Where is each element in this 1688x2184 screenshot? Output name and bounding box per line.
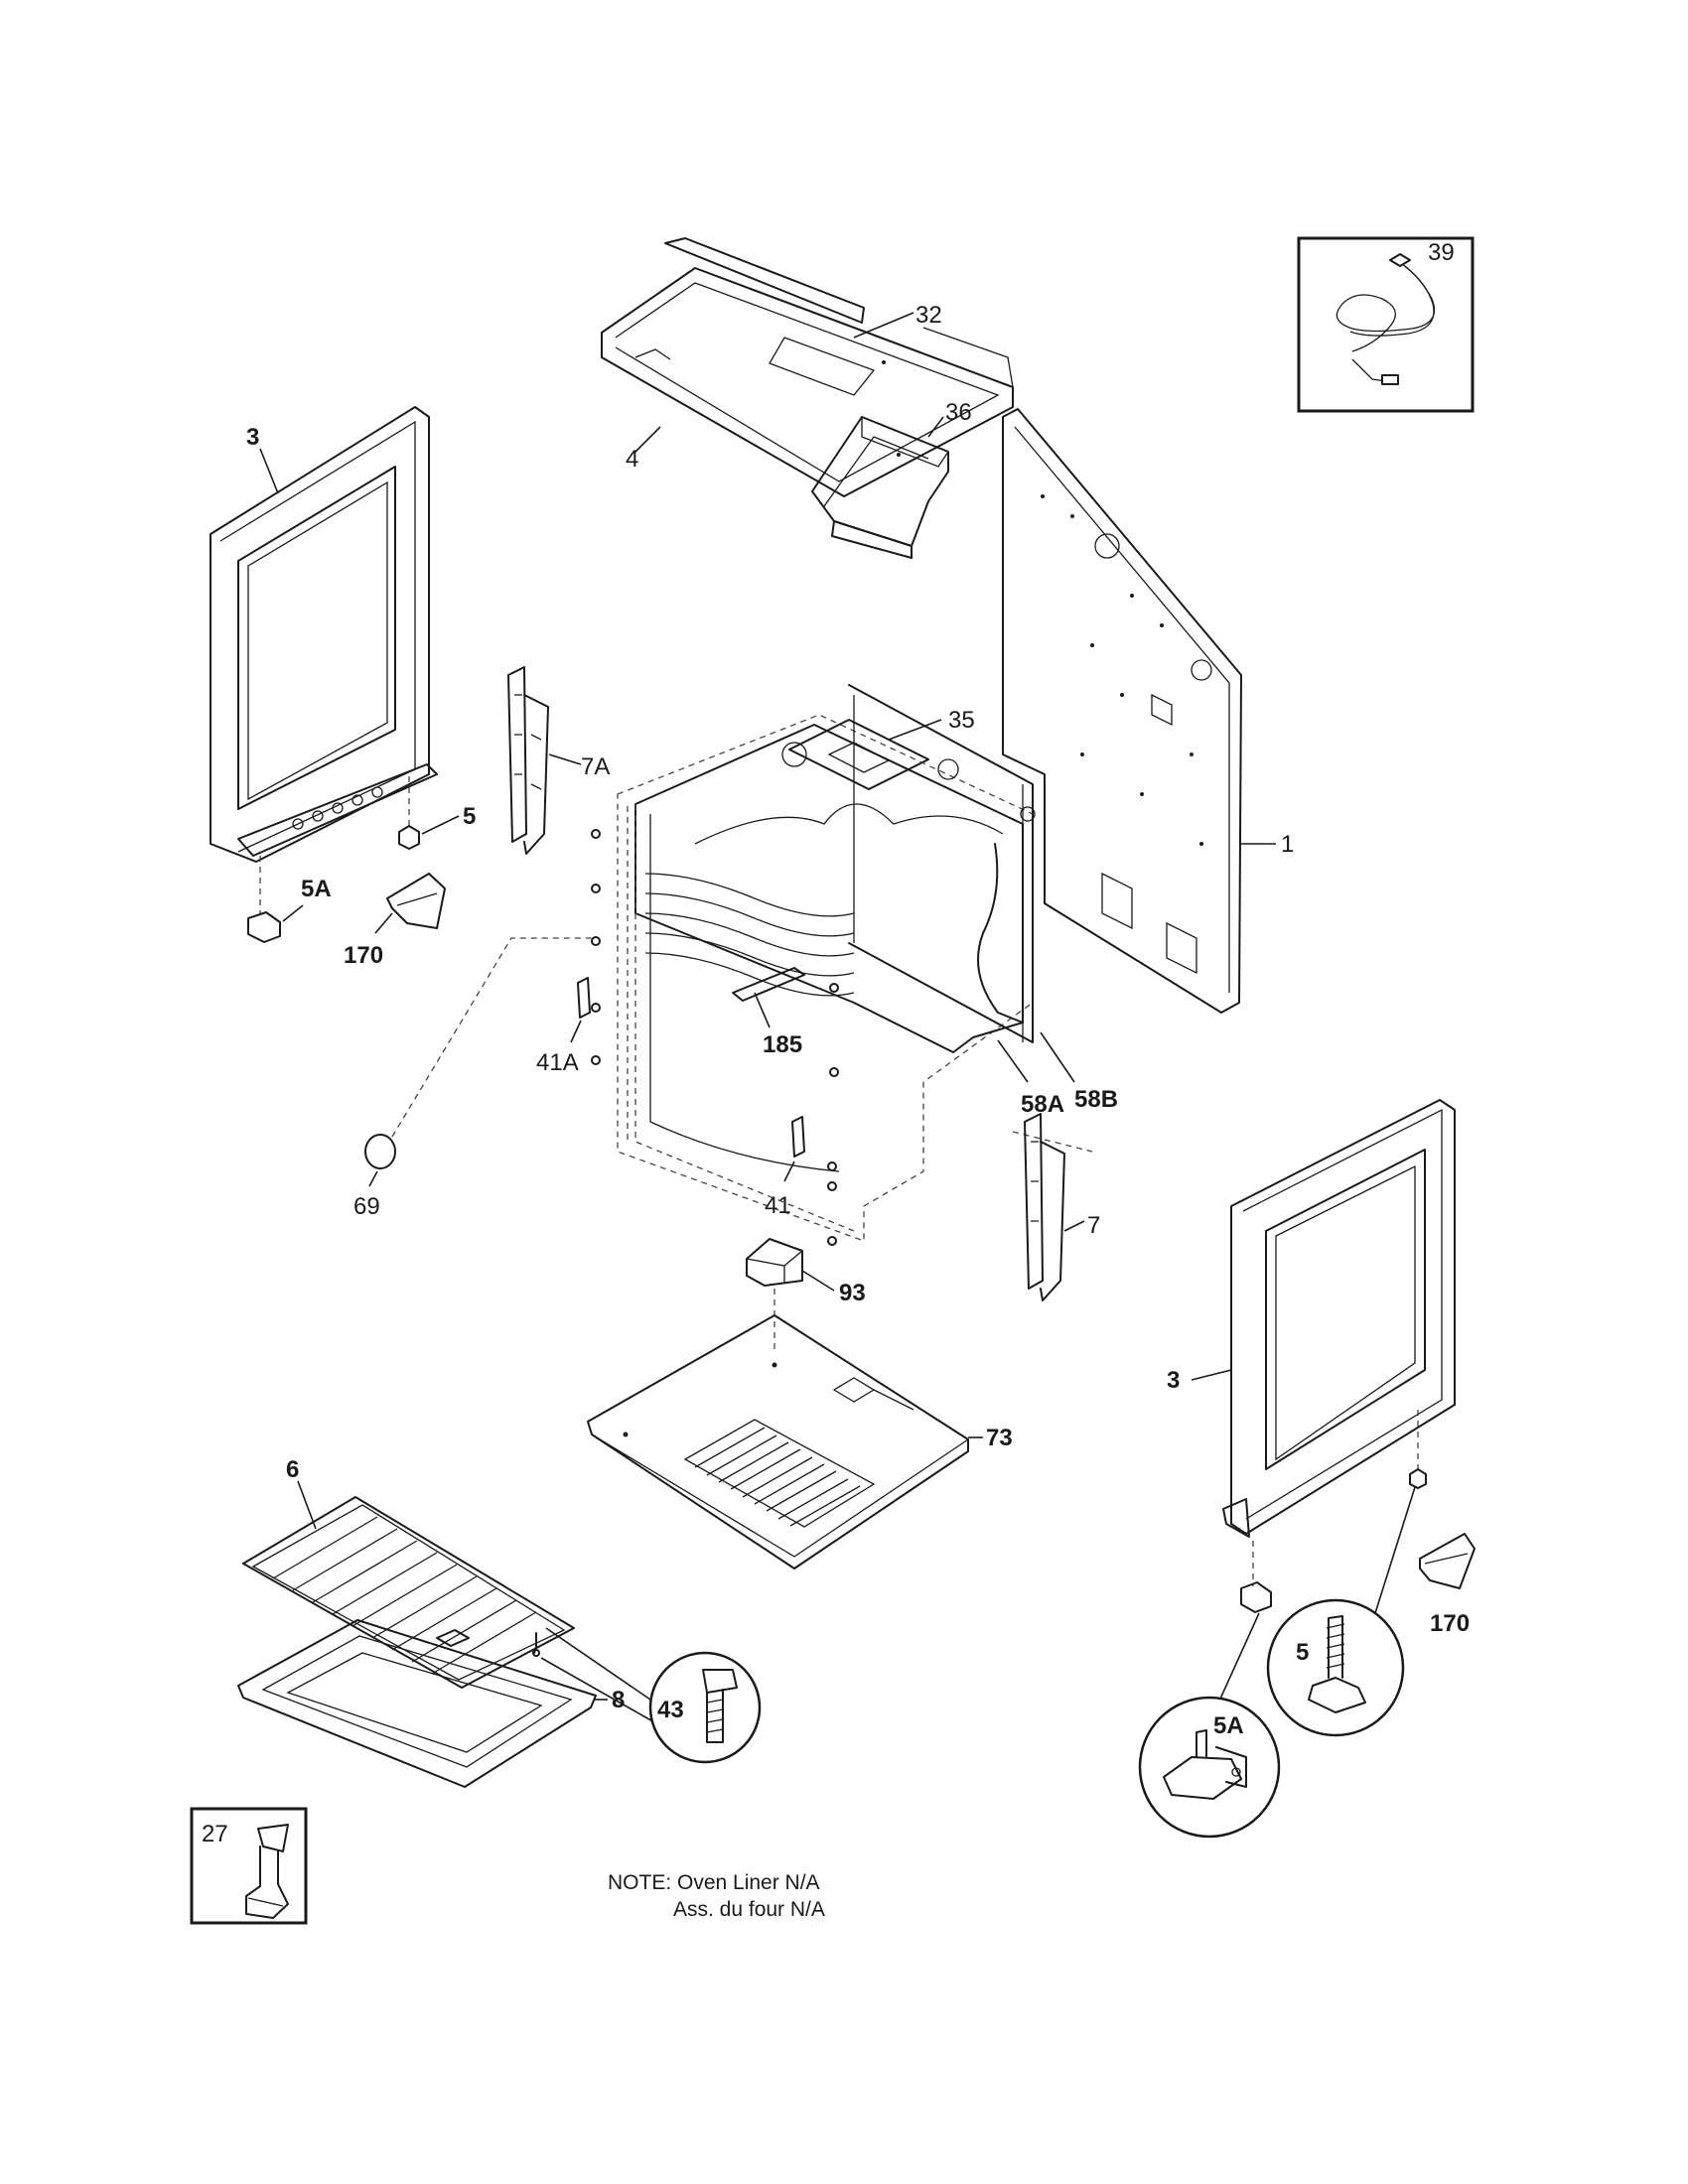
- label-3-right: 3: [1167, 1367, 1180, 1394]
- label-32: 32: [915, 302, 942, 329]
- label-93: 93: [839, 1280, 866, 1306]
- label-5A-right: 5A: [1213, 1712, 1244, 1739]
- label-39: 39: [1428, 239, 1455, 266]
- part-back-panel: [1002, 408, 1242, 1014]
- part-36: [811, 416, 949, 559]
- label-41A: 41A: [536, 1049, 579, 1076]
- label-170-right: 170: [1430, 1610, 1470, 1637]
- part-leg-right: [1240, 1410, 1476, 1613]
- label-1: 1: [1281, 831, 1294, 858]
- label-7A: 7A: [581, 753, 610, 780]
- label-35: 35: [948, 707, 975, 734]
- part-leg-left: [247, 776, 420, 943]
- label-27: 27: [202, 1821, 228, 1847]
- part-rack-slide-right: [1012, 1113, 1093, 1301]
- part-top-frame: [601, 237, 1014, 497]
- label-185: 185: [763, 1031, 802, 1058]
- label-4: 4: [626, 446, 638, 473]
- note-line-1: NOTE: Oven Liner N/A: [608, 1871, 820, 1894]
- label-5-right: 5: [1296, 1639, 1309, 1666]
- detail-43: [532, 1627, 762, 1764]
- part-41A: [577, 977, 591, 1019]
- inset-power-cord: [1297, 236, 1475, 413]
- part-bottom-panel: [587, 1314, 969, 1570]
- detail-5A-right: [1138, 1696, 1281, 1839]
- part-93: [746, 1238, 803, 1350]
- part-side-panel-left: [210, 406, 438, 863]
- part-side-panel-right: [1222, 1099, 1456, 1538]
- note-line-2: Ass. du four N/A: [673, 1898, 825, 1921]
- part-oven-rack: [242, 1496, 575, 1689]
- detail-5-right: [1266, 1598, 1405, 1737]
- label-3-left: 3: [246, 424, 259, 451]
- label-36: 36: [945, 399, 972, 426]
- label-6: 6: [286, 1456, 299, 1483]
- part-69: [364, 937, 596, 1169]
- inset-27: [190, 1807, 308, 1925]
- label-58A: 58A: [1021, 1091, 1064, 1118]
- label-5-left: 5: [463, 803, 476, 830]
- label-7: 7: [1087, 1212, 1100, 1239]
- label-43: 43: [657, 1697, 684, 1723]
- label-69: 69: [353, 1193, 380, 1220]
- part-bracket-left: [386, 873, 446, 929]
- part-41: [791, 1116, 805, 1158]
- label-8: 8: [612, 1687, 625, 1713]
- part-35: [788, 719, 929, 790]
- label-5A-left: 5A: [301, 876, 332, 902]
- part-broiler-pan: [237, 1619, 597, 1788]
- screws-left: [591, 829, 839, 1246]
- part-oven-cavity: [617, 684, 1036, 1242]
- part-rack-slide-left: [507, 666, 549, 855]
- label-58B: 58B: [1074, 1086, 1118, 1113]
- label-41: 41: [765, 1192, 791, 1219]
- label-73: 73: [986, 1425, 1013, 1451]
- label-170-left: 170: [344, 942, 383, 969]
